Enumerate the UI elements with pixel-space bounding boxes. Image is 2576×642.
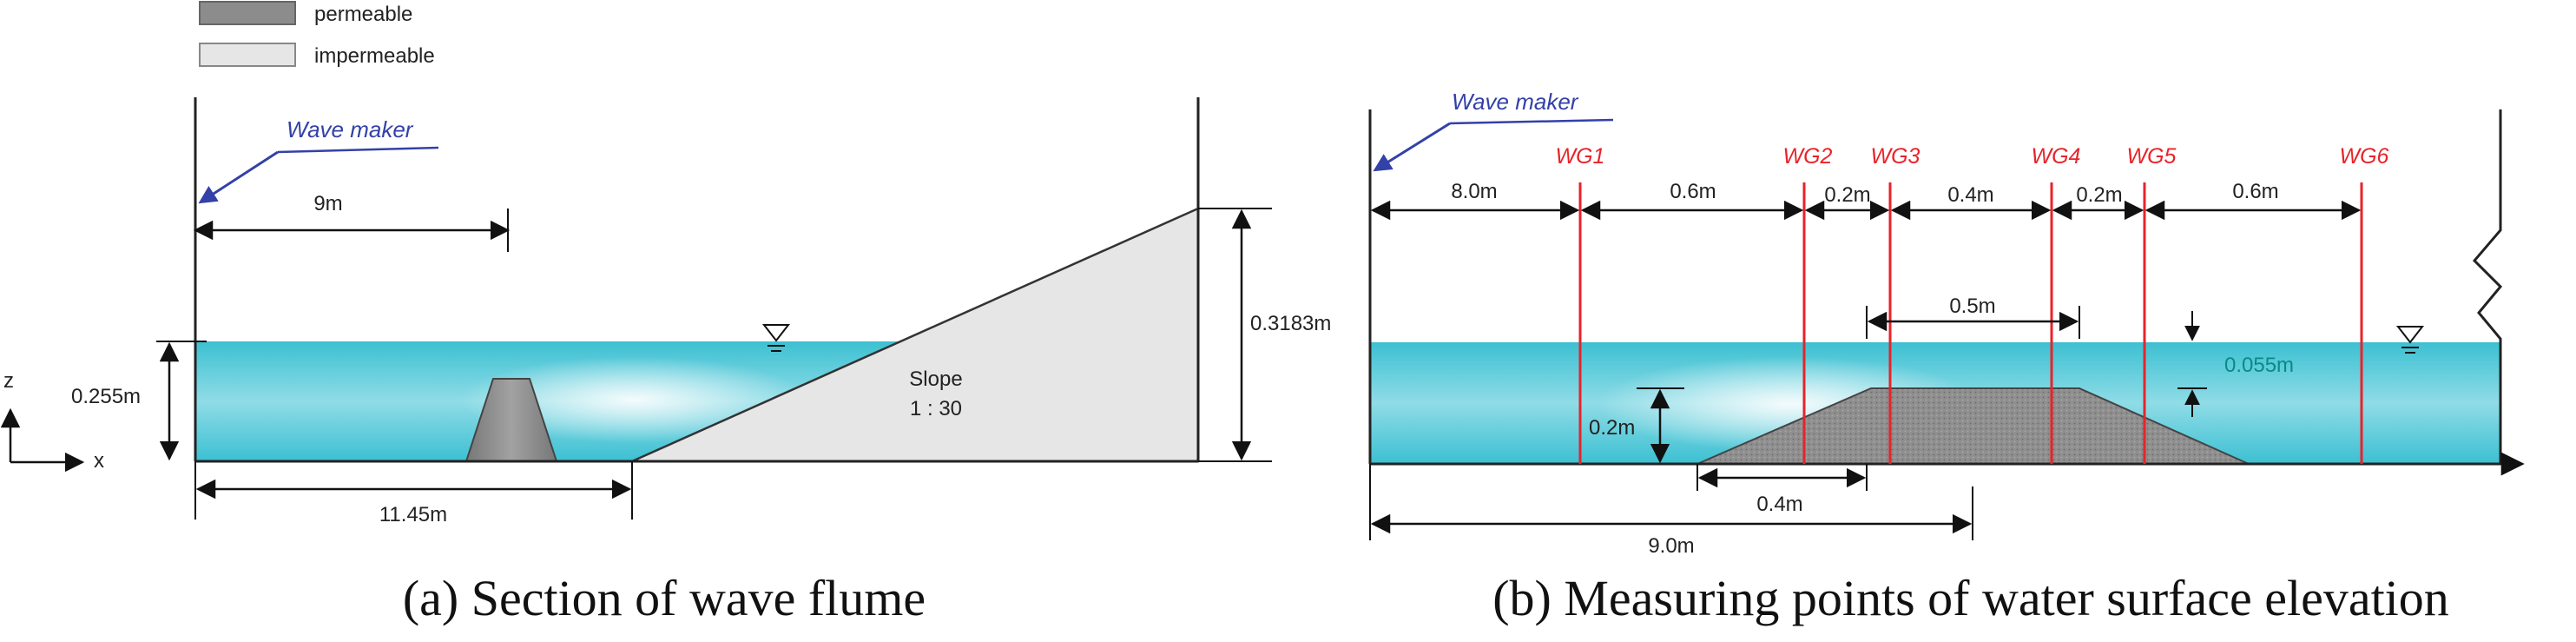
spacing-label-3: 0.2m [1824,183,1870,207]
gauge-label-wg4: WG4 [2032,144,2081,169]
legend: permeable impermeable [199,1,435,68]
water-level-symbol-a [761,324,791,352]
caption-a: (a) Section of wave flume [403,570,926,626]
gauge-label-wg1: WG1 [1556,144,1605,169]
axis-x-label: x [94,449,104,473]
wave-maker-arrow-a [198,150,279,204]
legend-permeable-label: permeable [314,3,412,26]
wave-maker-line-b [1449,118,1614,125]
axis-z-label: z [3,369,14,393]
dim-total-label: 9.0m [1648,534,1694,558]
gauge-label-wg2: WG2 [1783,144,1833,169]
legend-impermeable-label: impermeable [314,44,435,68]
gauge-label-wg6: WG6 [2340,144,2389,169]
panel-a: Wave maker 9m 0.255m 11.45m 0.3183m Slop… [0,97,1331,626]
spacing-label-5: 0.2m [2076,183,2122,207]
dim-9m-label: 9m [313,192,342,215]
dim-height-label-a: 0.3183m [1250,312,1331,335]
wave-maker-label-a: Wave maker [287,116,414,142]
dim-depth-label-a: 0.255m [71,385,141,408]
gauge-label-wg5: WG5 [2127,144,2177,169]
spacing-label-1: 8.0m [1451,180,1497,203]
caption-b: (b) Measuring points of water surface el… [1492,570,2449,626]
dim-length-label: 11.45m [379,503,447,526]
dim-freeboard-label: 0.055m [2224,354,2294,377]
wave-maker-arrow-b [1373,122,1451,172]
panel-b: Wave maker WG1 WG2 WG3 WG4 WG5 WG6 8.0m … [1368,89,2525,626]
slope-ratio: 1 : 30 [910,397,962,420]
spacing-label-4: 0.4m [1947,183,1993,207]
spacing-label-2: 0.6m [1670,180,1716,203]
legend-permeable-swatch [199,1,296,25]
wave-maker-label-b: Wave maker [1452,89,1579,115]
wave-maker-line-a [277,146,439,154]
dim-height-label-b: 0.2m [1589,416,1635,440]
right-wall-break-b [2472,109,2503,464]
gauge-label-wg3: WG3 [1871,144,1920,169]
water-level-symbol-b [2395,326,2425,354]
spacing-label-6: 0.6m [2232,180,2278,203]
impermeable-slope [631,207,1200,463]
slope-label: Slope [909,367,962,391]
dim-toe-label: 0.4m [1756,493,1802,516]
legend-impermeable-swatch [199,43,296,67]
dim-crest-label: 0.5m [1949,295,1995,318]
